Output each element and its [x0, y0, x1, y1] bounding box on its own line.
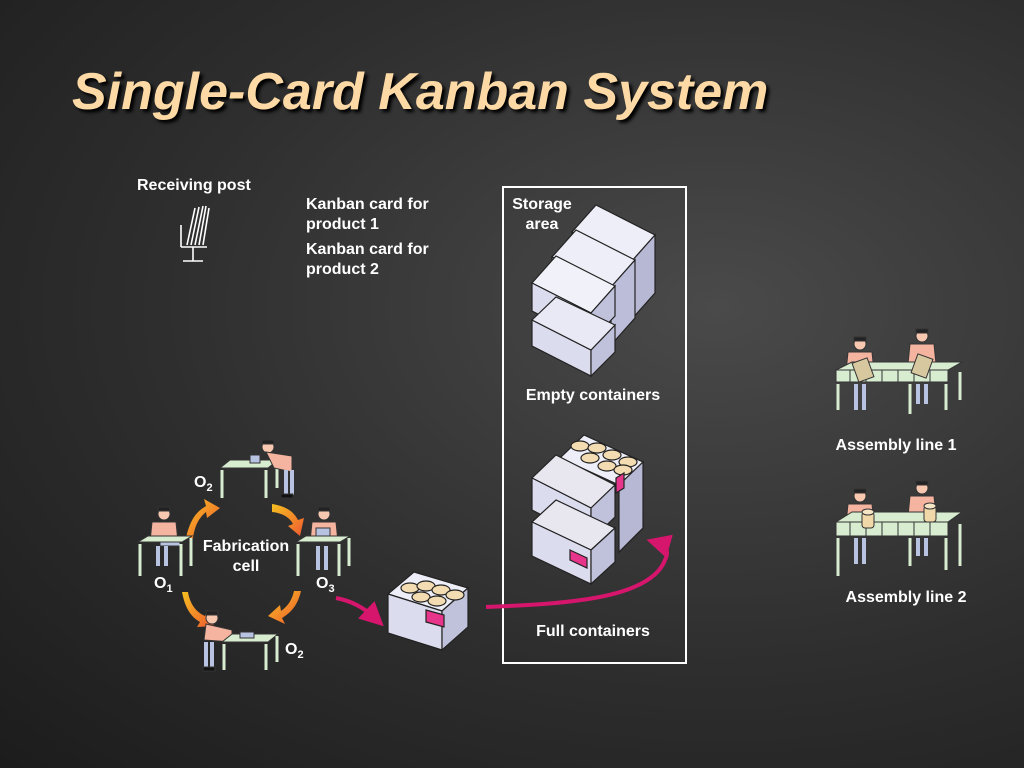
kanban-card-2-label: Kanban card for product 2: [306, 240, 429, 280]
operator-subscript: 3: [328, 583, 335, 595]
operator-o2-top-label: O2: [194, 473, 213, 494]
kanban-card-2-line1: Kanban card for: [306, 241, 429, 258]
kanban-card-1-label: Kanban card for product 1: [306, 195, 429, 235]
fabrication-cycle-arrows: [182, 499, 304, 627]
assembly-line-2-label: Assembly line 2: [845, 589, 967, 606]
full-containers-label: Full containers: [536, 623, 650, 640]
operator-o1-label: O1: [154, 574, 173, 595]
workstation-o1: [136, 506, 194, 576]
operator-letter: O: [285, 641, 298, 658]
operator-letter: O: [194, 474, 207, 491]
operator-subscript: 2: [206, 482, 213, 494]
operator-subscript: 2: [297, 649, 304, 661]
operator-subscript: 1: [166, 583, 173, 595]
empty-containers-stack: [530, 204, 656, 378]
operator-letter: O: [154, 575, 167, 592]
kanban-card-1-line1: Kanban card for: [306, 196, 429, 213]
assembly-line-1-label: Assembly line 1: [835, 437, 957, 454]
operator-o2-bottom-label: O2: [285, 640, 304, 661]
slide-title: Single-Card Kanban System: [72, 63, 769, 121]
operator-letter: O: [316, 575, 329, 592]
full-containers-stack: [530, 434, 645, 586]
receiving-post-icon: [180, 205, 210, 262]
kanban-card-1-line2: product 1: [306, 216, 379, 233]
storage-area-label: Storage area: [506, 195, 578, 235]
to-container-arrow: [335, 596, 384, 627]
storage-area-box: [502, 186, 687, 664]
receiving-post-label: Receiving post: [137, 177, 251, 194]
assembly-line-1-illustration: [835, 328, 964, 414]
operator-o3-label: O3: [316, 574, 335, 595]
assembly-line-2-illustration: [834, 480, 964, 576]
storage-area-line2: area: [525, 216, 559, 233]
fabrication-cell-label: Fabrication cell: [196, 537, 296, 577]
kanban-card-2-line2: product 2: [306, 261, 379, 278]
workstation-o2-bottom: [202, 610, 280, 672]
to-storage-arrow: [485, 534, 673, 609]
workstation-o2-top: [218, 439, 294, 499]
fabrication-cell-line1: Fabrication: [202, 538, 290, 555]
storage-area-line1: Storage: [512, 196, 572, 213]
workstation-o3: [294, 506, 352, 576]
kanban-container: [386, 571, 470, 652]
fabrication-cell-line2: cell: [232, 558, 260, 575]
empty-containers-label: Empty containers: [525, 387, 661, 404]
